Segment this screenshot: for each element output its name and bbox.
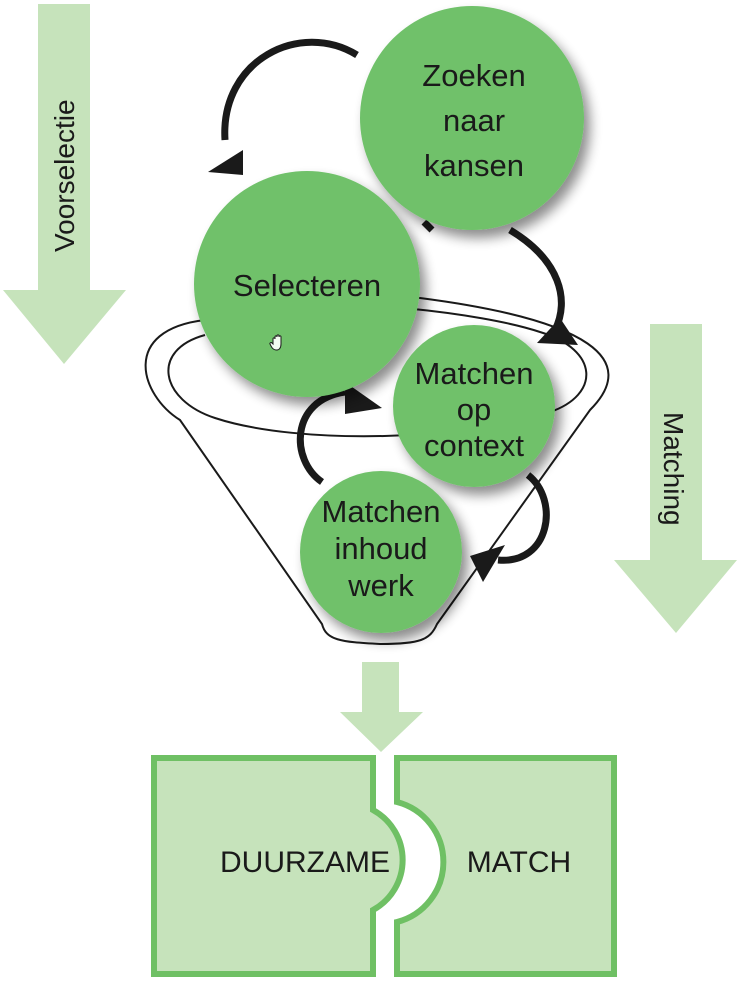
node-matchen-context-line-1: Matchen — [415, 356, 534, 391]
node-zoeken-line-1: Zoeken — [422, 58, 525, 93]
voorselectie-label: Voorselectie — [49, 99, 80, 252]
node-matchen-context-line-3: context — [424, 428, 524, 463]
node-zoeken[interactable] — [360, 6, 584, 230]
node-matchen-inhoud-line-1: Matchen — [322, 494, 441, 529]
arrow-heads — [208, 150, 578, 582]
arrowhead-context — [537, 318, 578, 345]
result-arrow — [340, 662, 423, 752]
matching-arrow: Matching — [614, 324, 737, 633]
arrowhead-inhoud — [470, 545, 505, 582]
node-matchen-inhoud[interactable] — [300, 471, 462, 633]
match-label: MATCH — [467, 846, 571, 879]
node-zoeken-line-3: kansen — [424, 148, 524, 183]
node-selecteren[interactable] — [194, 171, 420, 397]
node-zoeken-line-2: naar — [443, 103, 505, 138]
puzzle-left-piece — [151, 755, 406, 977]
node-matchen-context[interactable] — [393, 325, 555, 487]
node-matchen-context-line-2: op — [457, 392, 491, 427]
hand-cursor-icon — [269, 334, 282, 351]
puzzle-right-piece — [394, 755, 617, 977]
arrow-zoeken-to-selecteren — [221, 38, 359, 141]
node-matchen-inhoud-line-2: inhoud — [334, 531, 427, 566]
voorselectie-arrow: Voorselectie — [3, 4, 126, 364]
arrowhead-selecteren — [208, 150, 243, 175]
duurzame-label: DUURZAME — [220, 846, 390, 879]
matching-label: Matching — [658, 412, 689, 526]
arrow-context-to-inhoud — [497, 472, 550, 564]
arrowhead-selecteren-from-inhoud — [345, 382, 382, 414]
arrow-inhoud-to-selecteren — [296, 388, 346, 485]
node-selecteren-label: Selecteren — [233, 268, 381, 303]
node-matchen-inhoud-line-3: werk — [347, 568, 414, 603]
arrow-hidden-stub — [421, 219, 435, 233]
